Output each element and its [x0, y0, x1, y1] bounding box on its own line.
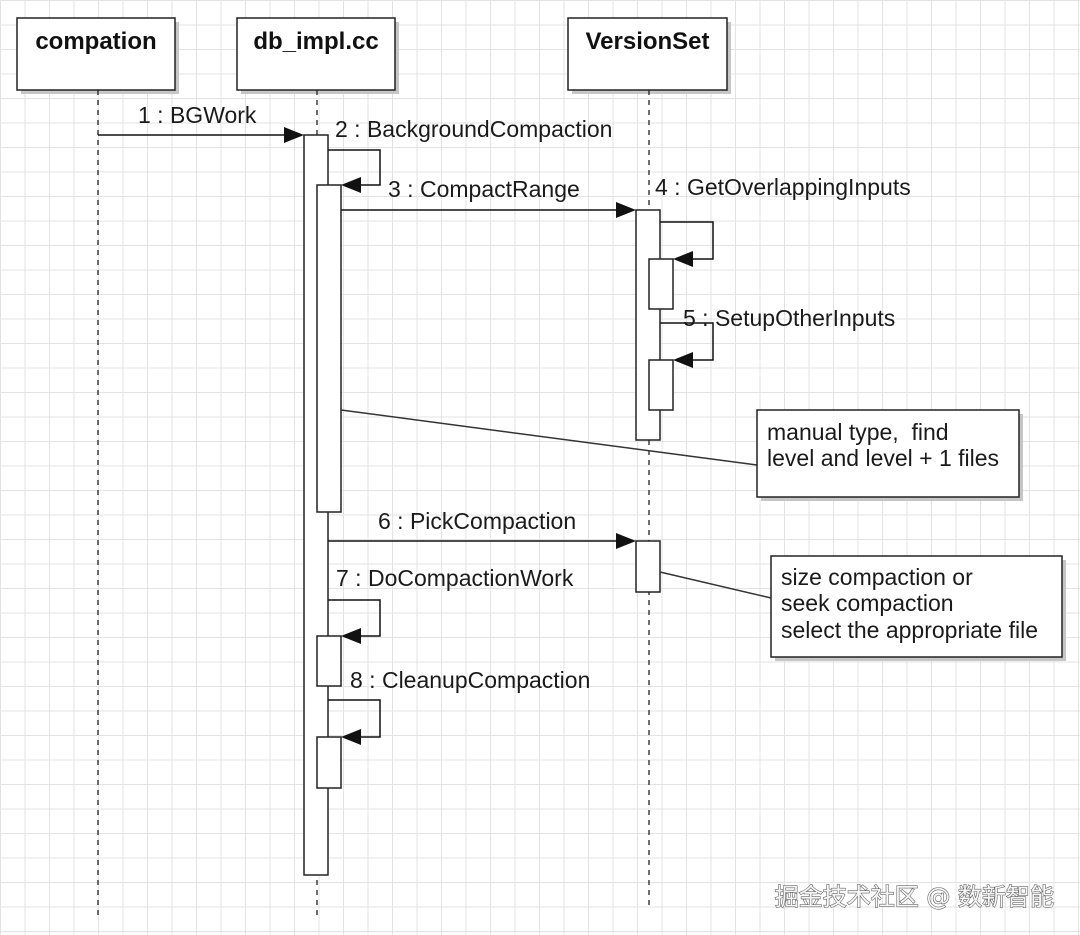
- activation-bar-setup-other-inputs: [648, 359, 674, 411]
- message-1: 1 : BGWork: [98, 102, 304, 143]
- versionset-activations: [635, 209, 674, 593]
- self-call-loop-line: [328, 599, 381, 637]
- message-7: 7 : DoCompactionWork: [328, 565, 574, 644]
- lifeline-header-box: [236, 17, 396, 91]
- lifeline-header-box: [16, 17, 176, 91]
- arrowhead-icon: [616, 533, 636, 549]
- message-label: 8 : CleanupCompaction: [350, 667, 590, 693]
- message-label: 6 : PickCompaction: [378, 508, 576, 534]
- arrowhead-icon: [673, 251, 693, 267]
- activation-bar-pick-compaction: [635, 540, 661, 593]
- note-text-line: select the appropriate file: [781, 617, 1038, 643]
- self-call-loop-line: [660, 322, 714, 361]
- message-label: 5 : SetupOtherInputs: [683, 305, 895, 331]
- watermark-text: 掘金技术社区 @ 数新智能: [775, 883, 1054, 911]
- self-call-loop-line: [660, 221, 714, 260]
- lifeline-db-impl: db_impl.cc: [236, 17, 399, 915]
- message-5: 5 : SetupOtherInputs: [660, 305, 895, 368]
- note-text-line: manual type, find: [767, 419, 949, 445]
- activation-bar-cleanup-compaction: [316, 736, 342, 789]
- message-label: 7 : DoCompactionWork: [336, 565, 574, 591]
- note-manual-type: manual type, find level and level + 1 fi…: [340, 409, 1023, 501]
- message-4: 4 : GetOverlappingInputs: [655, 174, 911, 267]
- message-label: 3 : CompactRange: [388, 176, 580, 202]
- lifeline-compation: compation: [16, 17, 179, 915]
- lifeline-versionset: VersionSet: [567, 17, 731, 905]
- note-text-line: size compaction or: [781, 564, 973, 590]
- message-8: 8 : CleanupCompaction: [328, 667, 590, 745]
- message-label: 2 : BackgroundCompaction: [335, 116, 612, 142]
- note-text-line: seek compaction: [781, 590, 954, 616]
- activation-bar-do-compaction-work: [316, 635, 342, 687]
- activation-bar-get-overlapping-inputs: [648, 258, 674, 310]
- message-3: 3 : CompactRange: [341, 176, 636, 218]
- self-call-loop-line: [328, 699, 381, 738]
- arrowhead-icon: [616, 202, 636, 218]
- self-call-loop-line: [328, 149, 381, 186]
- arrowhead-icon: [341, 729, 361, 745]
- note-connector-line: [340, 409, 758, 466]
- arrowhead-icon: [673, 352, 693, 368]
- note-box: [770, 555, 1063, 658]
- message-label: 1 : BGWork: [138, 102, 257, 128]
- db-impl-activations: [303, 134, 342, 876]
- lifeline-header-label: compation: [35, 28, 156, 55]
- note-connector-line: [659, 571, 772, 599]
- message-label: 4 : GetOverlappingInputs: [655, 174, 911, 200]
- note-box: [756, 409, 1020, 498]
- activation-bar-compact-range: [316, 184, 342, 513]
- note-size-compaction: size compaction or seek compaction selec…: [659, 555, 1066, 661]
- arrowhead-icon: [341, 628, 361, 644]
- lifeline-header-box: [567, 17, 728, 91]
- lifeline-header-label: db_impl.cc: [253, 28, 378, 55]
- arrowhead-icon: [341, 177, 361, 193]
- message-2: 2 : BackgroundCompaction: [328, 116, 612, 193]
- note-text-line: level and level + 1 files: [767, 445, 999, 471]
- lifeline-header-label: VersionSet: [585, 28, 709, 55]
- arrowhead-icon: [284, 127, 304, 143]
- message-6: 6 : PickCompaction: [328, 508, 636, 549]
